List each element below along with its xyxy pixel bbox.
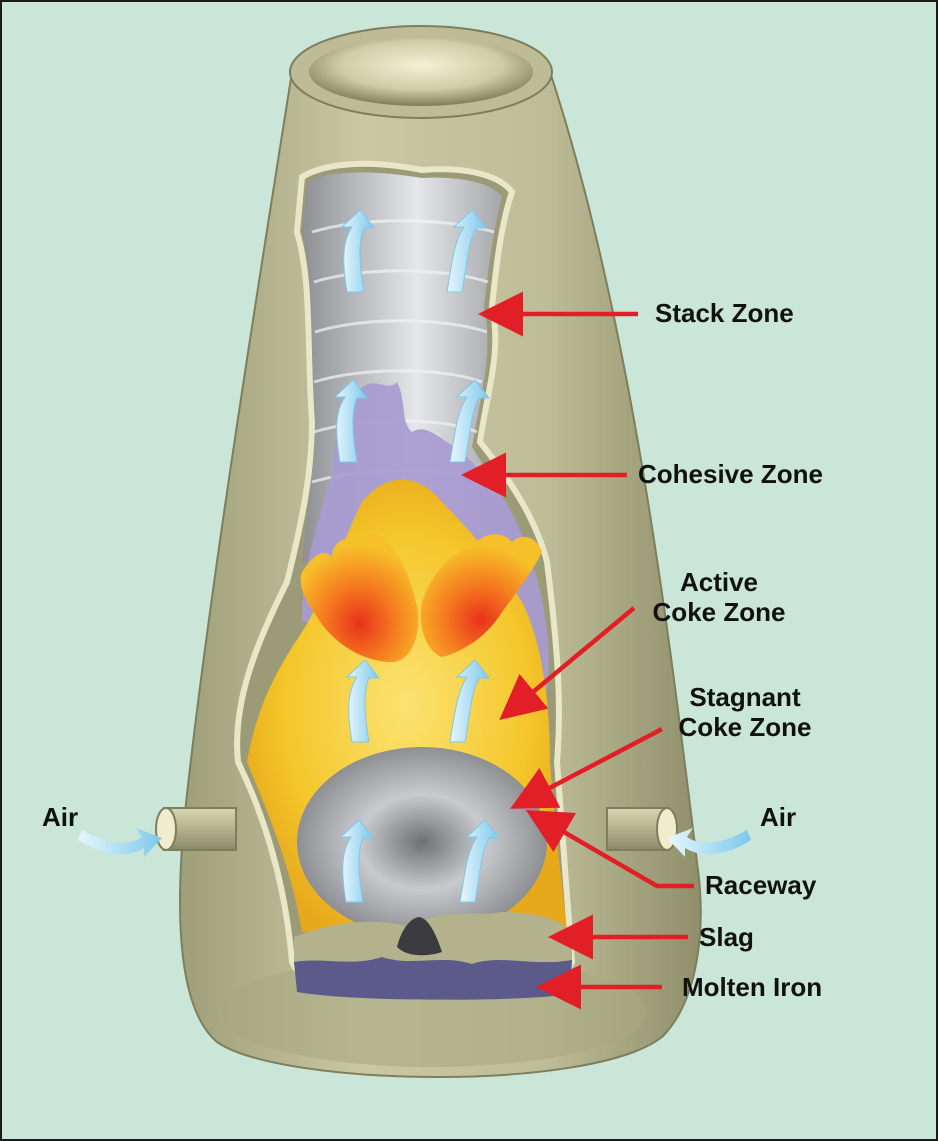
label-molten-iron: Molten Iron: [682, 972, 822, 1002]
label-active-coke-zone-line1: Active: [644, 567, 794, 597]
label-air-left: Air: [42, 802, 78, 832]
tuyere-left: [156, 808, 236, 850]
label-active-coke-zone: Active Coke Zone: [644, 567, 794, 627]
air-arrow-left: [78, 828, 162, 857]
label-stagnant-coke-zone-line2: Coke Zone: [670, 712, 820, 742]
label-stagnant-coke-zone: Stagnant Coke Zone: [670, 682, 820, 742]
label-stack-zone: Stack Zone: [655, 298, 794, 328]
label-slag: Slag: [699, 922, 754, 952]
furnace-top-opening: [309, 38, 533, 106]
label-active-coke-zone-line2: Coke Zone: [644, 597, 794, 627]
tuyere-right: [607, 808, 677, 850]
label-stagnant-coke-zone-line1: Stagnant: [670, 682, 820, 712]
label-raceway: Raceway: [705, 870, 816, 900]
raceway-region: [297, 747, 547, 937]
label-cohesive-zone: Cohesive Zone: [638, 459, 823, 489]
molten-iron-layer: [294, 957, 572, 1000]
label-air-right: Air: [760, 802, 796, 832]
